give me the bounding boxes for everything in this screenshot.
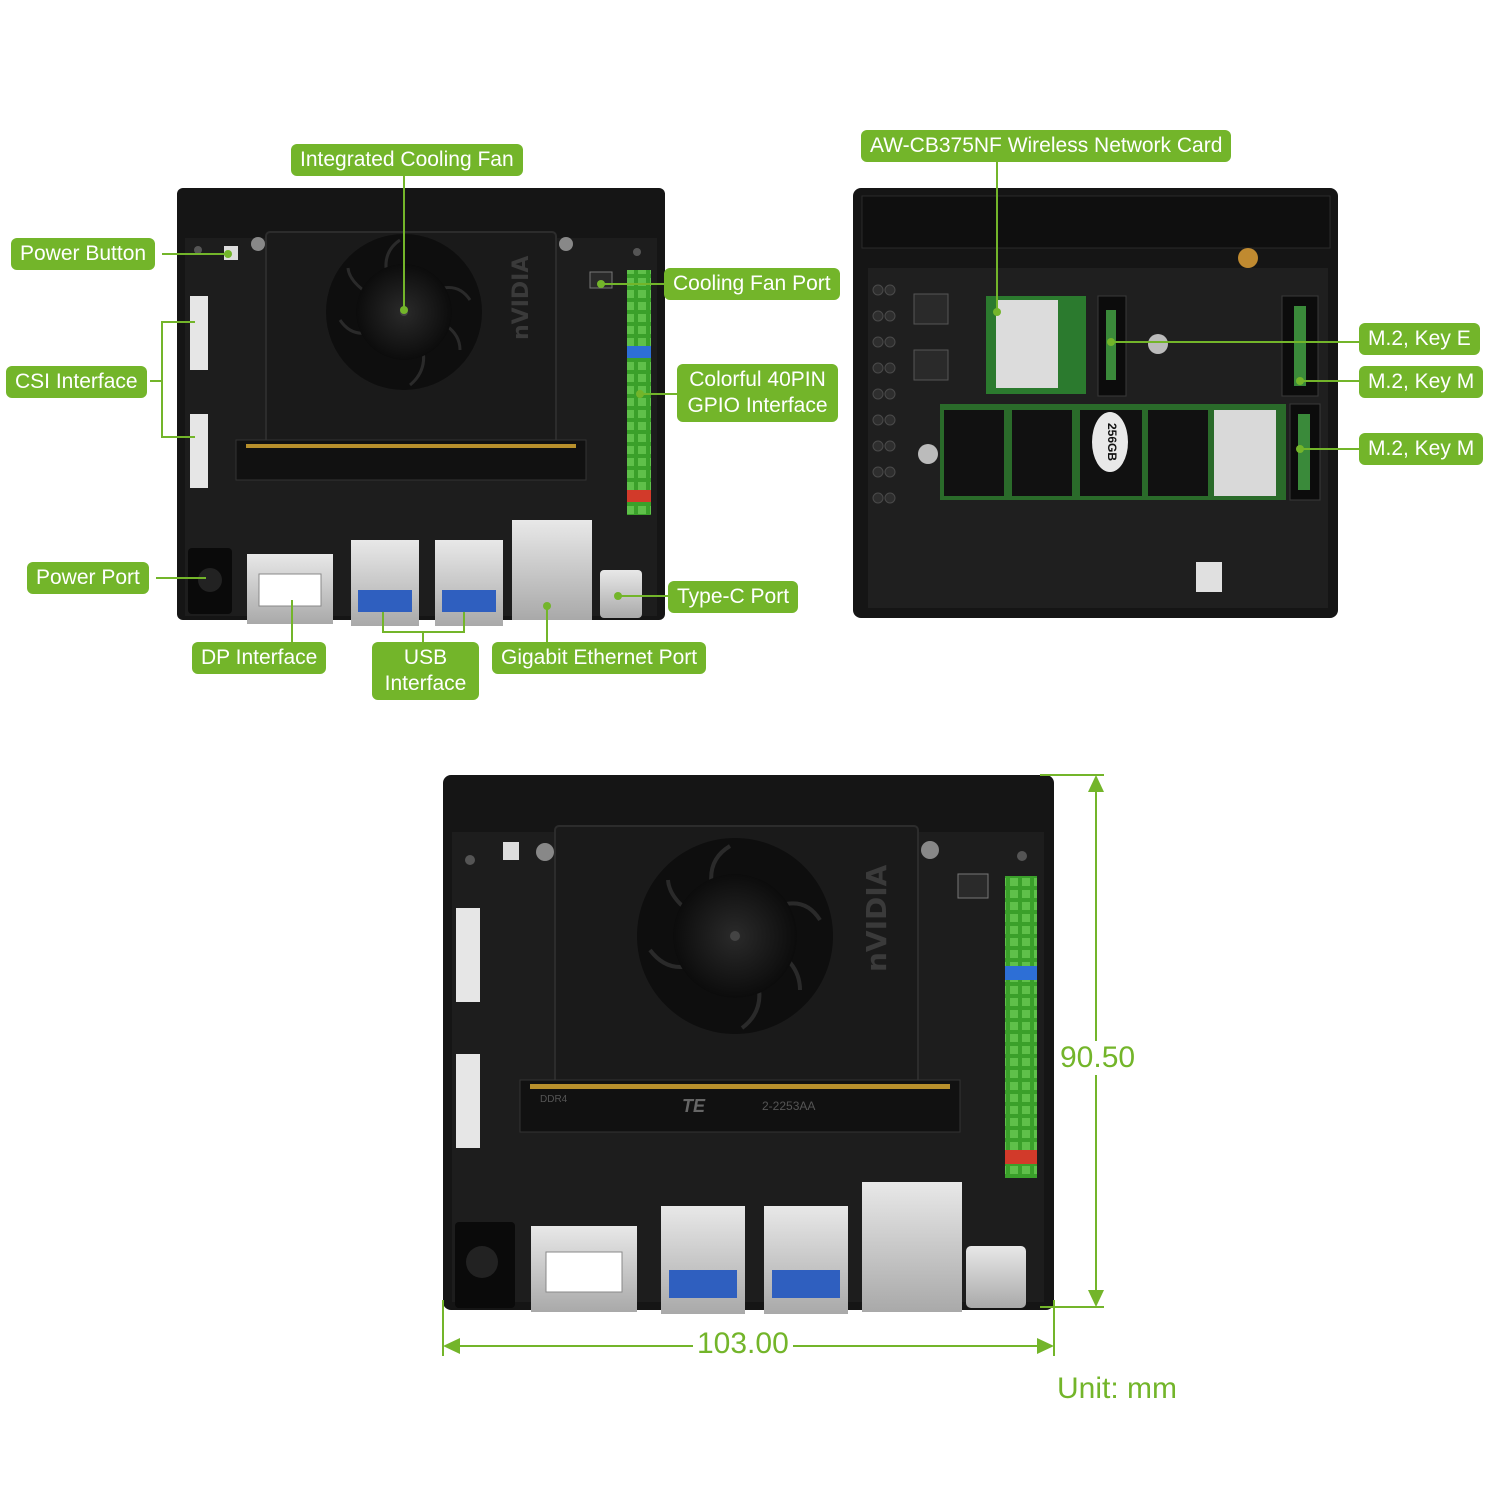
power-button-label: Power Button bbox=[11, 238, 156, 270]
unit-label: Unit: mm bbox=[1057, 1372, 1177, 1405]
callout-lines bbox=[150, 160, 1360, 642]
power-port-label: Power Port bbox=[27, 562, 149, 594]
dp-interface-label: DP Interface bbox=[192, 642, 327, 674]
usb-interface-label: USB Interface bbox=[372, 642, 479, 700]
csi-connector-2 bbox=[190, 414, 208, 488]
csi-connector-1 bbox=[190, 296, 208, 370]
connector-part-text: 2-2253AA bbox=[762, 1099, 815, 1113]
te-logo: TE bbox=[682, 1096, 706, 1116]
board-top-right: 256GB bbox=[853, 188, 1338, 618]
wireless-network-card-label: AW-CB375NF Wireless Network Card bbox=[861, 130, 1232, 162]
integrated-cooling-fan-label: Integrated Cooling Fan bbox=[291, 144, 523, 176]
ddr-text: DDR4 bbox=[540, 1094, 568, 1105]
ethernet-port-large bbox=[862, 1182, 962, 1312]
nvidia-logo-text: nVIDIA bbox=[509, 256, 534, 340]
usb-port-2 bbox=[435, 540, 503, 626]
usb-label-line2: Interface bbox=[384, 672, 467, 695]
gpio-header-large bbox=[1005, 876, 1037, 1178]
m2-key-m-label-2: M.2, Key M bbox=[1359, 433, 1484, 465]
csi-interface-label: CSI Interface bbox=[6, 366, 147, 398]
cooling-fan-port-label: Cooling Fan Port bbox=[664, 268, 840, 300]
width-dimension: 103.00 bbox=[693, 1327, 793, 1361]
usb-label-line1: USB bbox=[403, 646, 448, 669]
type-c-port-label: Type-C Port bbox=[668, 581, 799, 613]
gpio-label-line2: GPIO Interface bbox=[687, 394, 828, 417]
type-c-port-large bbox=[966, 1246, 1026, 1308]
gpio-label-line1: Colorful 40PIN bbox=[689, 368, 826, 391]
csi-connector-large-2 bbox=[456, 1054, 480, 1148]
height-dimension: 90.50 bbox=[1056, 1041, 1140, 1075]
gigabit-ethernet-port-label: Gigabit Ethernet Port bbox=[492, 642, 707, 674]
nvidia-logo-text-large: nVIDIA bbox=[860, 864, 893, 972]
board-bottom: nVIDIA DDR4 TE 2-2253AA bbox=[443, 775, 1054, 1314]
m2-key-e-label: M.2, Key E bbox=[1359, 323, 1480, 355]
board-top-left: nVIDIA bbox=[177, 188, 665, 626]
ethernet-port bbox=[512, 520, 592, 620]
gpio-interface-label: Colorful 40PIN GPIO Interface bbox=[677, 364, 838, 422]
m2-key-m-label-1: M.2, Key M bbox=[1359, 366, 1484, 398]
usb-port-1 bbox=[351, 540, 419, 626]
ssd-capacity-label: 256GB bbox=[1105, 423, 1119, 461]
csi-connector-large-1 bbox=[456, 908, 480, 1002]
